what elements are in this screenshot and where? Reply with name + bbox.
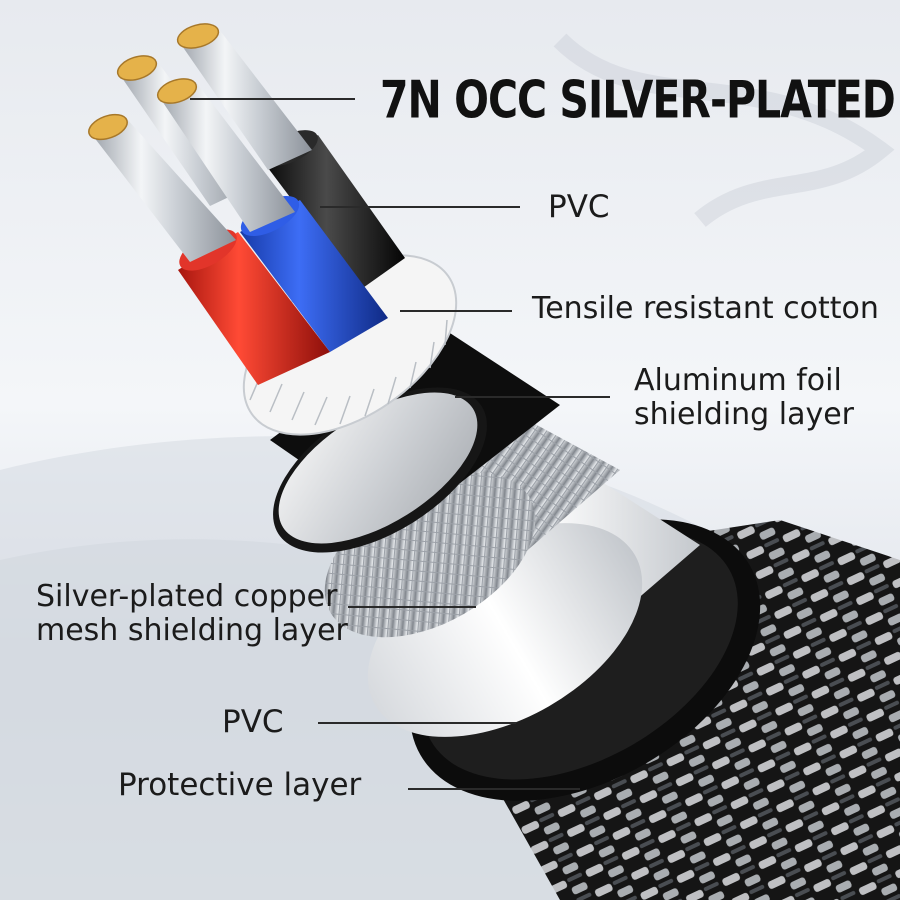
diagram-title: 7N OCC SILVER-PLATED: [380, 70, 896, 130]
leader-line-cotton: [400, 310, 512, 312]
leader-line-pvc-inner: [320, 206, 520, 208]
label-pvc-outer: PVC: [222, 704, 284, 740]
leader-line-protective: [408, 788, 580, 790]
silver-strand-1: [88, 113, 236, 262]
aluminum-foil-layer: [270, 320, 560, 553]
label-tensile-cotton: Tensile resistant cotton: [532, 291, 879, 326]
label-protective-layer: Protective layer: [118, 767, 362, 803]
leader-line-mesh: [348, 606, 476, 608]
label-copper-mesh: Silver-plated copper mesh shielding laye…: [36, 579, 348, 648]
background-swirl: [553, 33, 895, 228]
leader-line-pvc-outer: [318, 722, 516, 724]
label-pvc-inner: PVC: [548, 189, 610, 225]
leader-line-title: [190, 98, 355, 100]
label-aluminum-foil: Aluminum foil shielding layer: [634, 363, 855, 432]
silver-strand-3: [156, 78, 295, 232]
leader-line-foil: [455, 396, 610, 398]
